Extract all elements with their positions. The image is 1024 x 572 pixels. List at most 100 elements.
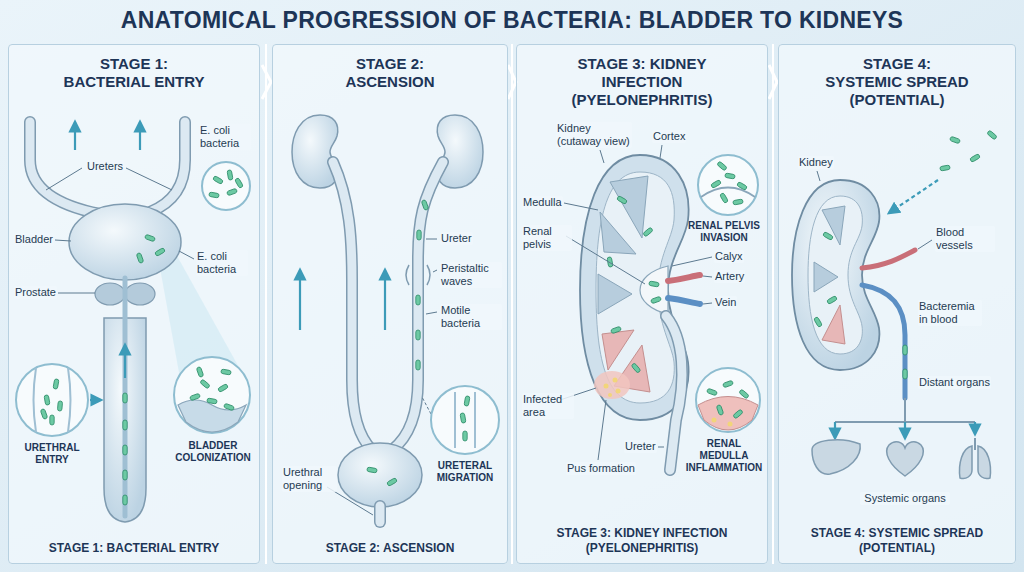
trachea — [974, 438, 976, 450]
part-label: Ureter — [624, 440, 657, 453]
leader-line — [703, 303, 712, 304]
ureter — [666, 316, 682, 470]
flow-arrow — [299, 270, 301, 330]
zoom-circle — [16, 364, 88, 436]
renal-pyramid — [822, 305, 845, 344]
flow-arrow — [139, 122, 141, 150]
bacterium — [631, 363, 641, 373]
entry-arrow — [90, 399, 101, 401]
urethral-wall — [34, 368, 37, 432]
part-label: Urethral opening — [282, 466, 337, 492]
stage-caption: STAGE 4: SYSTEMIC SPREAD (POTENTIAL) — [785, 526, 1009, 555]
renal-artery — [668, 275, 700, 281]
stage-caption: STAGE 2: ASCENSION — [279, 541, 501, 555]
leader-line — [817, 171, 820, 181]
bacterium — [416, 330, 420, 340]
bacterium — [725, 173, 736, 179]
stage-panel: STAGE 1: BACTERIAL ENTRYSTAGE 1: BACTERI… — [8, 44, 260, 564]
pus-dot — [728, 422, 733, 427]
callout-caption: BLADDER COLONIZATION — [168, 440, 258, 464]
leader-line — [426, 312, 437, 314]
part-label: Ureters — [86, 160, 124, 173]
leader-line — [426, 239, 437, 240]
part-label: Cortex — [652, 130, 686, 143]
bacterium — [737, 182, 748, 191]
bacterium — [218, 384, 229, 393]
bacterium — [903, 345, 907, 355]
kidney — [437, 115, 483, 188]
branch-line — [904, 398, 906, 422]
kidney — [792, 180, 879, 370]
urethral-wall — [68, 368, 71, 432]
bacterium — [940, 165, 951, 171]
spread-arrow — [889, 180, 938, 213]
bacterium — [707, 388, 718, 396]
leader-line — [600, 150, 604, 163]
bacterium — [417, 230, 421, 240]
bacterium — [814, 317, 823, 328]
bacterium — [123, 495, 127, 505]
separator — [511, 44, 513, 564]
bacterium — [224, 403, 235, 411]
blood-vessel — [862, 285, 905, 398]
part-label: Blood vessels — [935, 226, 995, 252]
pus-dot — [608, 393, 612, 397]
ureter — [150, 122, 185, 212]
zoom-circle — [202, 162, 250, 210]
bacterium — [367, 467, 378, 473]
pus-dot — [616, 389, 621, 394]
branch-arrow — [834, 422, 836, 438]
leader-line — [58, 293, 95, 294]
renal-pyramid — [598, 274, 632, 314]
flow-arrow — [124, 345, 126, 378]
bacterium — [416, 295, 420, 305]
renal-pyramid — [814, 262, 838, 292]
leader-line — [46, 168, 82, 190]
callout-caption: RENAL PELVIS INVASION — [682, 220, 766, 244]
bacterium — [416, 360, 420, 370]
bacterium — [970, 154, 981, 163]
bacterium — [136, 253, 144, 264]
stage-heading: STAGE 3: KIDNEY INFECTION (PYELONEPHRITI… — [557, 55, 727, 109]
bacterium — [221, 369, 232, 375]
separator-chevron — [262, 65, 271, 99]
leader-line — [658, 447, 664, 448]
bacterium — [649, 281, 660, 287]
panel-ground — [778, 44, 1016, 564]
lung-icon — [960, 446, 973, 479]
pus-dot — [604, 384, 609, 389]
part-label: Pus formation — [566, 462, 636, 475]
bacterium — [50, 415, 54, 425]
separator — [772, 44, 774, 564]
bacterium — [123, 420, 127, 430]
bacterium — [611, 326, 622, 334]
bacterium — [53, 379, 59, 390]
zoom-circle — [698, 155, 758, 215]
zoom-circle — [174, 357, 250, 433]
kidney-medulla — [596, 172, 674, 403]
kidney-cortex — [580, 155, 689, 420]
callout-caption: RENAL MEDULLA INFLAMMATION — [682, 438, 766, 474]
bacterium — [421, 200, 429, 211]
diagram-title: ANATOMICAL PROGRESSION OF BACTERIA: BLAD… — [0, 7, 1024, 35]
blood-vessel — [862, 250, 915, 268]
prostate — [95, 283, 125, 305]
stage-caption: STAGE 3: KIDNEY INFECTION (PYELONEPHRITI… — [523, 526, 761, 555]
panel-ground — [272, 44, 508, 564]
bacterium — [617, 196, 628, 205]
bacterium — [40, 409, 48, 420]
bacterium — [145, 234, 156, 242]
leader-line — [703, 276, 712, 277]
stage-heading: STAGE 2: ASCENSION — [325, 55, 455, 91]
kidney-medulla — [808, 196, 862, 354]
callout-caption: URETHRAL ENTRY — [12, 442, 92, 466]
panel-ground — [8, 44, 260, 564]
leader-line — [598, 400, 606, 460]
peristaltic-wave — [427, 265, 430, 285]
part-label: Bacteremia in blood — [918, 300, 982, 326]
bacterium — [57, 401, 62, 411]
pus-dot — [613, 378, 618, 383]
bacterium — [987, 130, 997, 140]
renal-pyramid — [822, 206, 845, 245]
leader-line — [55, 240, 71, 241]
